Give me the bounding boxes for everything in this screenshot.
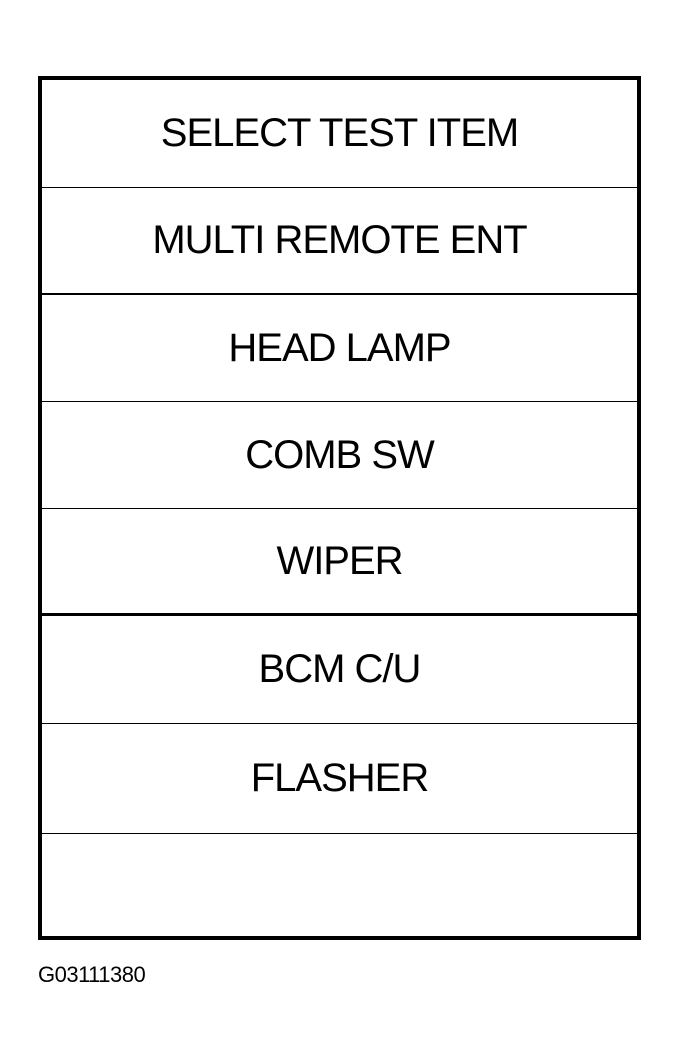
select-test-item-menu: SELECT TEST ITEM MULTI REMOTE ENT HEAD L… [38, 76, 641, 940]
menu-item-empty [42, 834, 637, 936]
menu-item-bcm-cu[interactable]: BCM C/U [42, 616, 637, 724]
menu-item-head-lamp[interactable]: HEAD LAMP [42, 295, 637, 402]
figure-code-label: G03111380 [38, 962, 146, 987]
menu-item-multi-remote-ent[interactable]: MULTI REMOTE ENT [42, 188, 637, 295]
menu-item-flasher[interactable]: FLASHER [42, 724, 637, 834]
menu-item-comb-sw[interactable]: COMB SW [42, 402, 637, 509]
menu-item-wiper[interactable]: WIPER [42, 509, 637, 616]
menu-title: SELECT TEST ITEM [42, 80, 637, 188]
